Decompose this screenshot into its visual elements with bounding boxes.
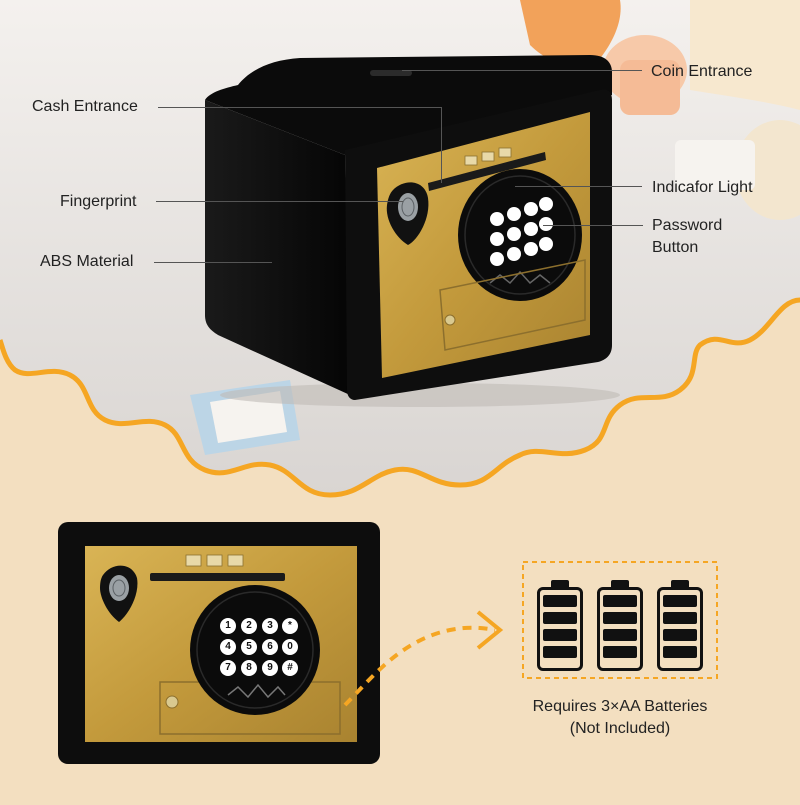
- callout-password-line2: Button: [652, 239, 699, 256]
- cash-slot-front: [150, 573, 285, 581]
- dashed-arrow: [343, 625, 496, 707]
- callout-cash-entrance: Cash Entrance: [32, 98, 138, 115]
- callout-coin-entrance: Coin Entrance: [651, 63, 753, 80]
- callout-indicator-light: Indicafor Light: [652, 179, 753, 196]
- coin-slot: [370, 70, 412, 76]
- decor-orange-vase: [520, 0, 621, 71]
- battery-caption: Requires 3×AA Batteries (Not Included): [505, 696, 735, 740]
- decor-white-box: [675, 140, 755, 190]
- decor-lamp-shade: [690, 0, 800, 110]
- keypad-keys-3d: [490, 197, 553, 266]
- leader-cash-v: [441, 107, 442, 183]
- leader-fingerprint: [156, 201, 403, 202]
- scalloped-accent-border: [0, 297, 800, 498]
- keypad-dial-front: [190, 585, 320, 715]
- leader-abs: [154, 262, 272, 263]
- battery-caption-line2: (Not Included): [569, 720, 671, 737]
- leader-cash: [158, 107, 441, 108]
- battery-caption-line1: Requires 3×AA Batteries: [532, 698, 708, 715]
- safe-front-view: [58, 522, 380, 764]
- callout-abs-material: ABS Material: [40, 253, 134, 270]
- leader-coin: [402, 70, 642, 71]
- battery-door-3d: [439, 259, 586, 351]
- leader-password: [543, 225, 643, 226]
- callout-fingerprint: Fingerprint: [60, 193, 137, 210]
- leader-indicator: [515, 186, 642, 187]
- callout-password-line1: Password: [652, 217, 723, 234]
- cash-slot: [428, 152, 546, 191]
- battery-box: [522, 561, 718, 679]
